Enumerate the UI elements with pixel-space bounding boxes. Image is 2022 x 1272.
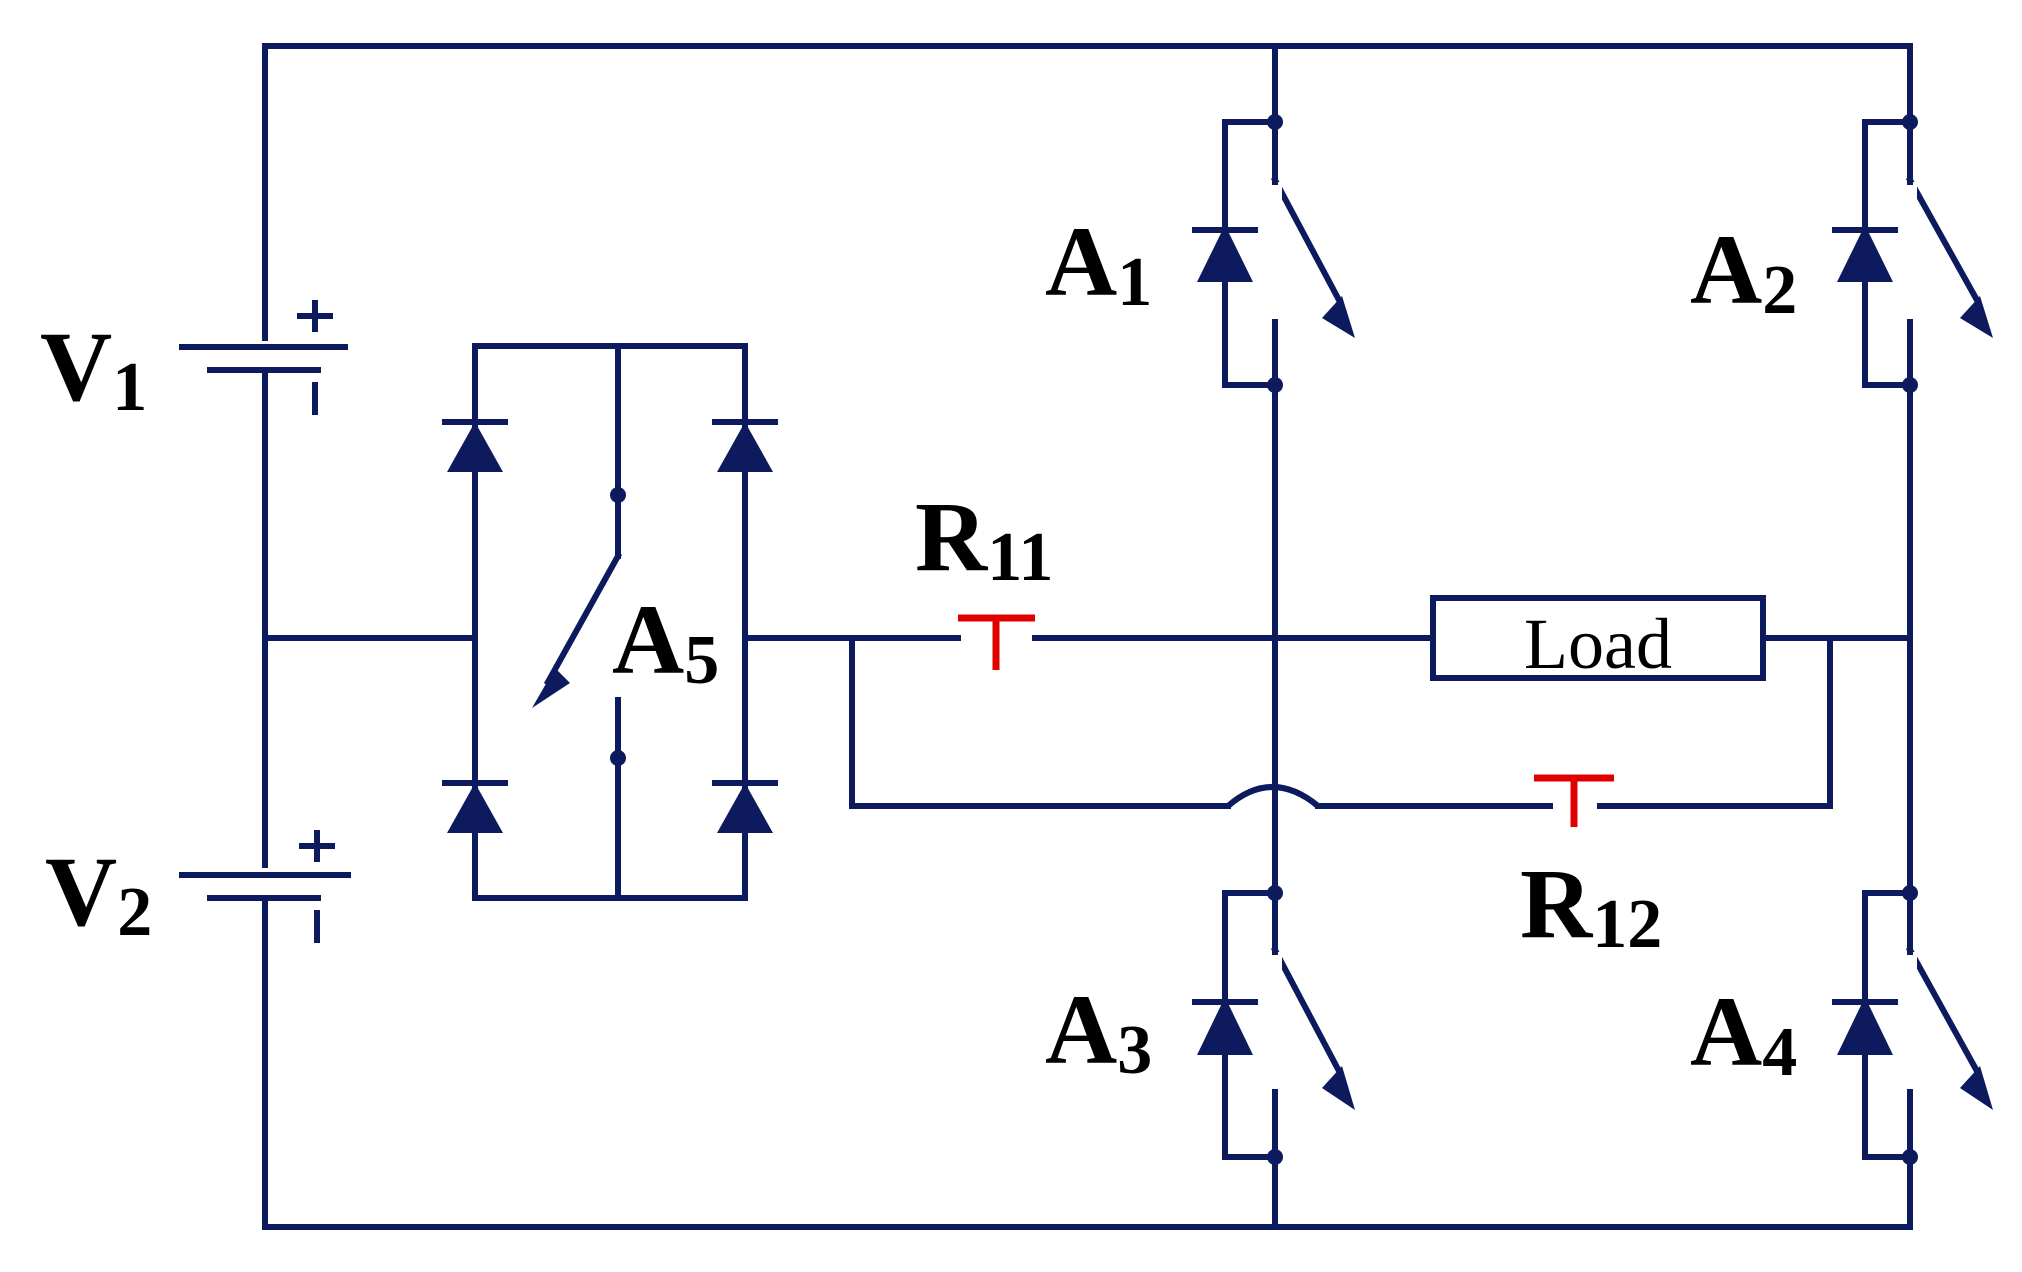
label-a5: A5 — [612, 584, 719, 699]
diode-a5-top-left — [442, 419, 508, 472]
diode-a5-top-right — [712, 419, 778, 472]
diode-a5-bottom-right — [712, 780, 778, 833]
output-bus — [742, 635, 1913, 809]
battery-v1 — [179, 300, 348, 415]
switch-a5-bridge — [442, 343, 778, 901]
label-a4: A4 — [1690, 976, 1797, 1091]
label-a2: A2 — [1690, 214, 1797, 329]
switch-gaps — [1268, 182, 1917, 1092]
label-r12: R12 — [1520, 848, 1662, 963]
battery-v2 — [179, 830, 351, 943]
label-a3: A3 — [1045, 974, 1152, 1089]
sensor-r11 — [958, 614, 1035, 670]
frame-wires — [262, 43, 1913, 1230]
diode-a5-bottom-left — [442, 780, 508, 833]
load-box — [1430, 595, 1766, 681]
label-v1: V1 — [40, 311, 147, 426]
label-r11: R11 — [915, 481, 1053, 596]
sensor-r12 — [1534, 774, 1614, 827]
label-a1: A1 — [1045, 206, 1152, 321]
label-v2: V2 — [45, 836, 152, 951]
load-label: Load — [1524, 604, 1672, 684]
